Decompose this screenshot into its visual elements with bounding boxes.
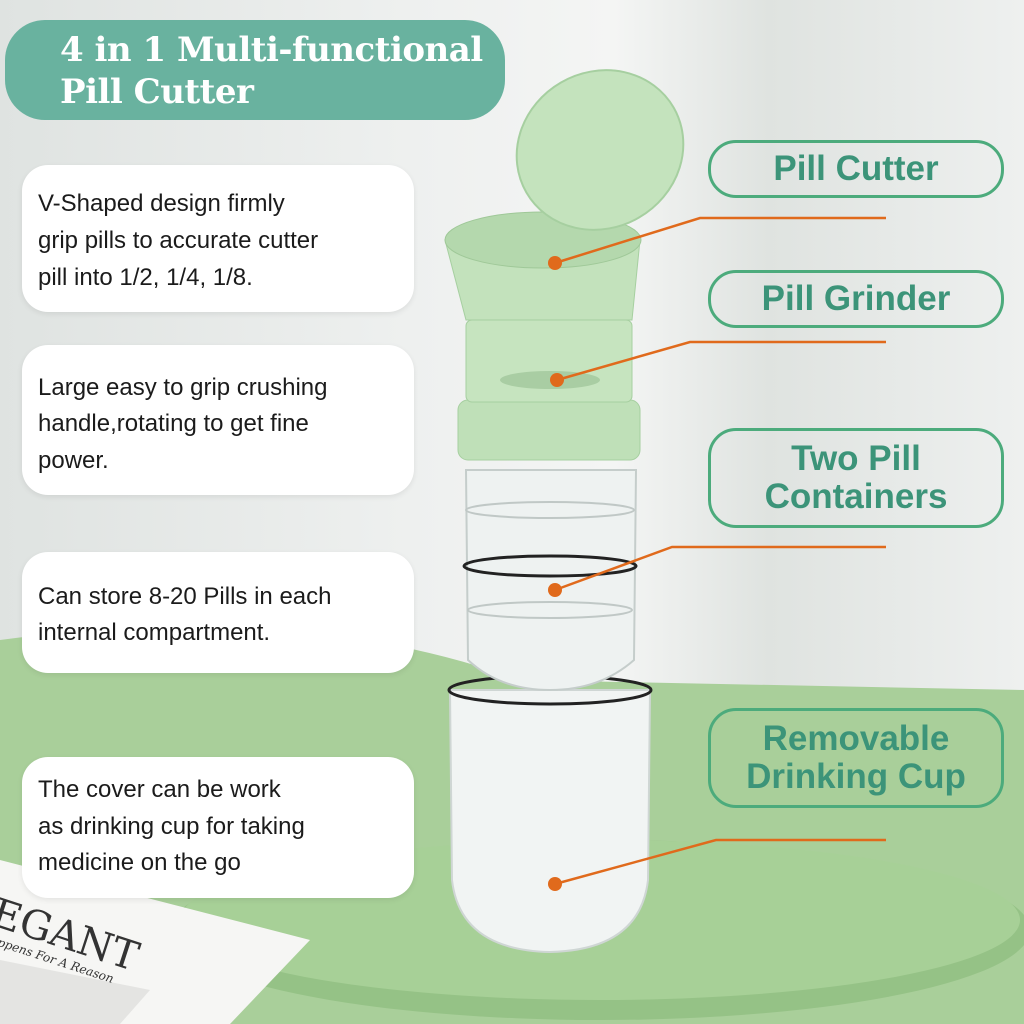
part-label-text: Pill Grinder bbox=[761, 279, 951, 318]
feature-text: power. bbox=[38, 447, 109, 474]
feature-text: internal compartment. bbox=[38, 619, 271, 646]
pill-containers bbox=[464, 469, 638, 692]
part-label-text: Pill Cutter bbox=[773, 149, 939, 188]
leader-dot bbox=[550, 373, 564, 387]
title-line-2: Pill Cutter bbox=[60, 72, 254, 112]
part-label-text: Containers bbox=[764, 477, 948, 516]
part-label-pill-cutter: Pill Cutter bbox=[708, 140, 1004, 198]
feature-text: Large easy to grip crushing bbox=[38, 374, 328, 401]
cutter-lid bbox=[515, 69, 685, 231]
feature-text: medicine on the go bbox=[38, 849, 241, 876]
feature-cutter: V-Shaped design firmly grip pills to acc… bbox=[22, 165, 414, 312]
part-label-pill-grinder: Pill Grinder bbox=[708, 270, 1004, 328]
title-banner: 4 in 1 Multi-functional Pill Cutter bbox=[5, 20, 505, 120]
feature-grinder: Large easy to grip crushing handle,rotat… bbox=[22, 345, 414, 495]
title-line-1: 4 in 1 Multi-functional bbox=[60, 30, 483, 70]
part-label-drinking-cup: Removable Drinking Cup bbox=[708, 708, 1004, 808]
leader-lines bbox=[554, 216, 886, 886]
leader-dot bbox=[548, 583, 562, 597]
feature-text: as drinking cup for taking bbox=[38, 813, 305, 840]
feature-text: Can store 8-20 Pills in each bbox=[38, 583, 332, 610]
feature-containers: Can store 8-20 Pills in each internal co… bbox=[22, 552, 414, 673]
feature-text: The cover can be work bbox=[38, 776, 281, 803]
feature-text: pill into 1/2, 1/4, 1/8. bbox=[38, 264, 253, 291]
feature-text: grip pills to accurate cutter bbox=[38, 227, 319, 254]
feature-cup: The cover can be work as drinking cup fo… bbox=[22, 757, 414, 898]
leader-dot bbox=[548, 877, 562, 891]
grinder bbox=[465, 319, 633, 403]
grinder-ring bbox=[457, 399, 641, 461]
leader-dot bbox=[548, 256, 562, 270]
drinking-cup bbox=[448, 689, 652, 954]
part-label-text: Drinking Cup bbox=[746, 757, 966, 796]
part-label-text: Removable bbox=[762, 719, 950, 758]
part-label-text: Two Pill bbox=[791, 439, 921, 478]
feature-text: handle,rotating to get fine bbox=[38, 410, 309, 437]
part-label-containers: Two Pill Containers bbox=[708, 428, 1004, 528]
feature-text: V-Shaped design firmly bbox=[38, 190, 285, 217]
